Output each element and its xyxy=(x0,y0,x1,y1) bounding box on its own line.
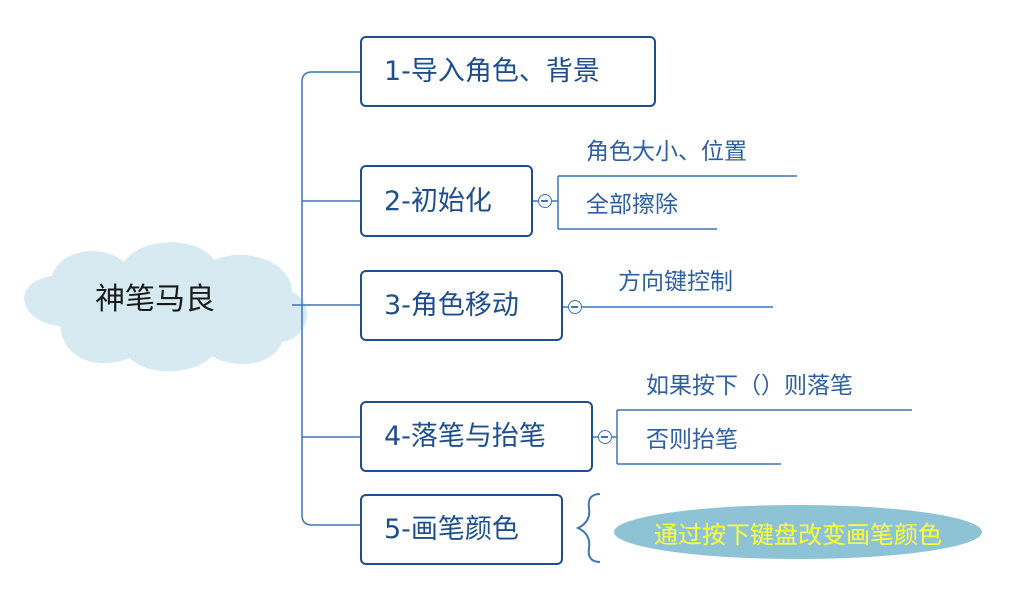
topic-3-move[interactable]: 3-角色移动 xyxy=(360,270,563,341)
subtopic-arrow-keys[interactable]: 方向键控制 xyxy=(618,269,733,295)
root-topic[interactable]: 神笔马良 xyxy=(95,282,215,317)
subtopic-size-position[interactable]: 角色大小、位置 xyxy=(586,139,747,165)
subtopic-pen-down[interactable]: 如果按下（）则落笔 xyxy=(646,373,853,399)
collapse-toggle-4[interactable] xyxy=(598,430,612,444)
topic-4-pen[interactable]: 4-落笔与抬笔 xyxy=(360,401,593,472)
collapse-toggle-3[interactable] xyxy=(568,300,582,314)
topic-5-color[interactable]: 5-画笔颜色 xyxy=(360,494,563,565)
root-cloud xyxy=(24,242,307,372)
spine-connector xyxy=(301,71,360,526)
collapse-toggle-2[interactable] xyxy=(538,194,552,208)
topic-2-init[interactable]: 2-初始化 xyxy=(360,165,533,237)
subtopic-clear-all[interactable]: 全部擦除 xyxy=(586,192,678,218)
curly-brace xyxy=(575,493,601,563)
note-ellipse xyxy=(614,505,982,559)
note-callout[interactable]: 通过按下键盘改变画笔颜色 xyxy=(654,520,942,549)
subtopic-pen-up[interactable]: 否则抬笔 xyxy=(646,427,738,453)
topic-1-import[interactable]: 1-导入角色、背景 xyxy=(360,36,656,107)
